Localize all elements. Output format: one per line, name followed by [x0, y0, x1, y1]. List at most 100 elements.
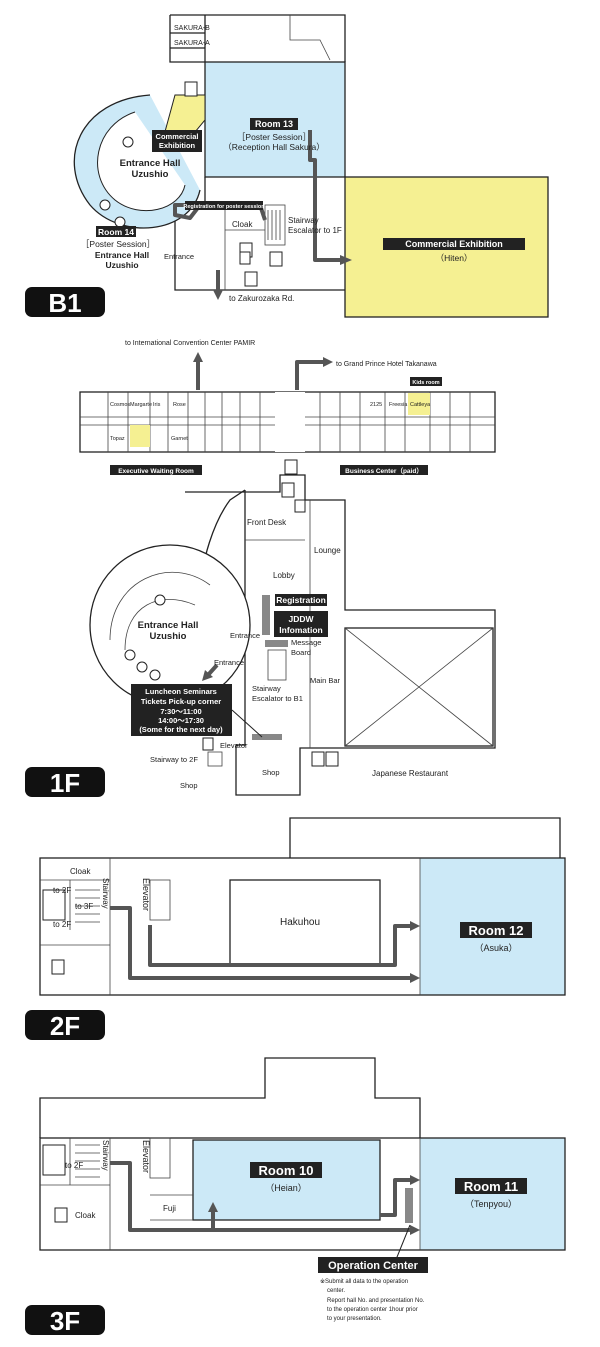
floor-2f: Cloak to 2F to 3F to 2F Stairway Elevato… — [25, 817, 566, 1041]
restroom-icon — [51, 959, 65, 975]
operation-note-1: ※Submit all data to the operation — [320, 1278, 408, 1285]
room-cosmos: Cosmos — [110, 402, 130, 408]
luncheon-2: Tickets Pick-up corner — [141, 697, 221, 706]
floor-badge-2f: 2F — [50, 1011, 80, 1041]
commercial-big-title: Commercial Exhibition — [405, 239, 503, 249]
f3-elevator: Elevator — [141, 1140, 151, 1173]
room-garnet: Garnet — [171, 436, 188, 442]
message-board-2: Board — [291, 648, 311, 657]
restroom-icon — [42, 1144, 66, 1176]
commercial-big-sub: （Hiten） — [436, 253, 473, 263]
b1-entrance: Entrance — [164, 252, 194, 261]
room-rose: Rose — [173, 402, 186, 408]
phone-icon — [294, 499, 306, 513]
restroom-icon — [269, 251, 283, 267]
f2-to-2f-a: to 2F — [53, 886, 71, 895]
message-board-1: Message — [291, 638, 321, 647]
floor-1f: to International Convention Center PAMIR… — [25, 340, 496, 798]
b1-cloak: Cloak — [232, 220, 253, 229]
restroom-icon — [184, 81, 198, 97]
room-margarte: Margarte — [130, 402, 152, 408]
registration-desk: Registration — [276, 595, 326, 605]
lobby: Lobby — [273, 571, 295, 580]
b1-entrance-hall-2: Uzushio — [132, 169, 169, 180]
label-sakura-b: SAKURA-B — [174, 25, 210, 32]
restroom-icon — [325, 751, 339, 767]
elevator-icon — [207, 751, 223, 767]
room13-title: Room 13 — [255, 119, 293, 129]
room14-sub2: Entrance Hall — [95, 250, 149, 260]
restroom-icon — [54, 1207, 68, 1223]
restroom-icon — [284, 459, 298, 475]
f1-entrance-hall-1: Entrance Hall — [138, 620, 199, 631]
room11-sub: （Tenpyou） — [465, 1199, 517, 1209]
b1-entrance-hall-1: Entrance Hall — [120, 158, 181, 169]
room-2125: 2125 — [370, 402, 382, 408]
floor-badge-3f: 3F — [50, 1306, 80, 1336]
f1-escalator: Escalator to B1 — [252, 694, 303, 703]
commercial-small-2: Exhibition — [159, 141, 196, 150]
f1-elevator: Elevator — [220, 741, 248, 750]
f2-to-3f: to 3F — [75, 902, 93, 911]
jddw-info-1: JDDW — [288, 614, 314, 624]
f2-to-2f-b: to 2F — [53, 920, 71, 929]
main-bar: Main Bar — [310, 676, 341, 685]
floor-3f: to 2F Stairway Elevator Fuji Cloak Room … — [25, 1057, 566, 1336]
lounge: Lounge — [314, 546, 341, 555]
restroom-icon — [42, 889, 66, 921]
room11-title: Room 11 — [464, 1179, 518, 1194]
room10-title: Room 10 — [259, 1163, 314, 1178]
room12-sub: （Asuka） — [474, 943, 517, 953]
registration-poster: Registration for poster session — [183, 204, 265, 210]
room10-sub: （Heian） — [265, 1183, 307, 1193]
room14-sub3: Uzushio — [105, 260, 138, 270]
b1-escalator: Escalator to 1F — [288, 226, 342, 235]
jddw-info-2: Infomation — [279, 625, 322, 635]
front-desk: Front Desk — [247, 518, 287, 527]
restroom-icon — [311, 751, 325, 767]
room14-sub1: ［Poster Session］ — [81, 239, 155, 249]
f1-entrance-b: Entrance — [214, 658, 244, 667]
room13-sub2: （Reception Hall Sakura） — [223, 142, 325, 152]
restroom-icon — [244, 271, 258, 287]
f1-stairway: Stairway — [252, 684, 281, 693]
operation-note-3: Report hall No. and presentation No. — [327, 1298, 425, 1304]
floor-badge-b1: B1 — [48, 288, 81, 318]
f1-shop-a: Shop — [262, 768, 280, 777]
floor-b1: SAKURA-B SAKURA-A Room 13 ［Poster Sessio… — [25, 14, 549, 318]
operation-note-4: to the operation center 1hour prior — [327, 1307, 418, 1313]
f3-cloak: Cloak — [75, 1211, 96, 1220]
room-iris: Iris — [153, 402, 161, 408]
room-cattleya: Cattleya — [410, 402, 431, 408]
floor-badge-1f: 1F — [50, 768, 80, 798]
f1-entrance-hall-2: Uzushio — [150, 631, 187, 642]
hakuhou: Hakuhou — [280, 917, 320, 928]
luncheon-4: 14:00〜17:30 — [158, 716, 204, 725]
commercial-small-1: Commercial — [156, 132, 199, 141]
operation-note-5: to your presentation. — [327, 1316, 382, 1322]
label-sakura-a: SAKURA-A — [174, 40, 210, 47]
phone-icon — [202, 737, 214, 751]
f3-stairway: Stairway — [101, 1140, 110, 1171]
b1-stairway: Stairway — [288, 216, 319, 225]
to-zakurozaka: to Zakurozaka Rd. — [229, 294, 294, 303]
phone-icon — [239, 251, 251, 265]
f1-shop-b: Shop — [180, 781, 198, 790]
japanese-restaurant: Japanese Restaurant — [372, 769, 449, 778]
restroom-icon — [281, 482, 295, 498]
to-pamir: to International Convention Center PAMIR — [125, 340, 255, 347]
f2-cloak: Cloak — [70, 867, 91, 876]
room-topaz: Topaz — [110, 436, 125, 442]
luncheon-1: Luncheon Seminars — [145, 687, 217, 696]
f2-elevator: Elevator — [141, 878, 151, 911]
fuji: Fuji — [163, 1204, 176, 1213]
f3-to-2f: to 2F — [65, 1161, 83, 1170]
business-center: Business Center（paid） — [345, 467, 423, 475]
to-grand-prince: to Grand Prince Hotel Takanawa — [336, 361, 437, 368]
operation-note-2: center. — [327, 1288, 345, 1294]
f1-entrance-a: Entrance — [230, 631, 260, 640]
executive-waiting: Executive Waiting Room — [118, 468, 194, 475]
f2-stairway: Stairway — [101, 878, 110, 909]
room14-title: Room 14 — [98, 227, 134, 237]
